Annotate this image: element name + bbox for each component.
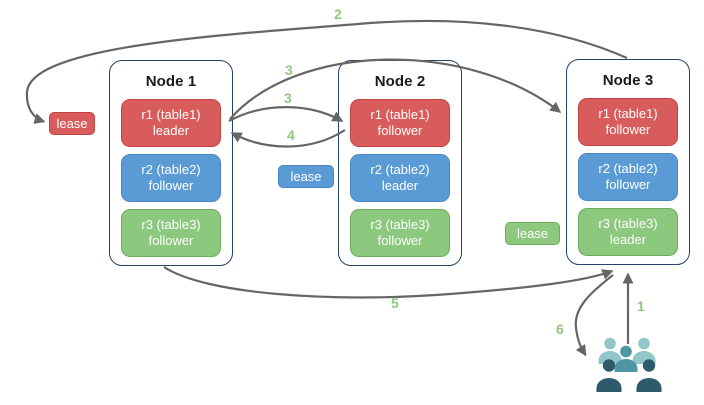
node-3-range-r2: r2 (table2) follower (578, 153, 678, 201)
node-1-range-r3: r3 (table3) follower (121, 209, 221, 257)
range-id: r1 (table1) (141, 107, 201, 122)
range-id: r2 (table2) (141, 162, 201, 177)
users-group-icon (596, 337, 662, 392)
node-3-range-r1: r1 (table1) follower (578, 98, 678, 146)
step-label-3b: 3 (284, 90, 292, 106)
step-label-2: 2 (334, 6, 342, 22)
node-2-title: Node 2 (374, 73, 426, 90)
range-id: r2 (table2) (370, 162, 430, 177)
arrow-step-6 (574, 274, 614, 357)
lease-badge-r3: lease (505, 222, 560, 245)
range-role: follower (148, 178, 194, 193)
node-2-range-r1: r1 (table1) follower (350, 99, 450, 147)
node-1-box: Node 1 r1 (table1) leader r2 (table2) fo… (109, 60, 233, 266)
lease-badge-r2: lease (278, 165, 334, 188)
range-role: follower (377, 233, 423, 248)
range-role: leader (152, 123, 190, 138)
range-id: r2 (table2) (598, 161, 658, 176)
step-label-6: 6 (556, 321, 564, 337)
range-id: r3 (table3) (598, 216, 658, 231)
range-role: follower (377, 123, 423, 138)
node-1-range-r2: r2 (table2) follower (121, 154, 221, 202)
step-label-4: 4 (287, 127, 295, 143)
node-3-range-r3: r3 (table3) leader (578, 208, 678, 256)
step-label-3a: 3 (285, 62, 293, 78)
range-id: r1 (table1) (598, 106, 658, 121)
step-label-1: 1 (637, 298, 645, 314)
range-role: follower (605, 122, 651, 137)
node-3-box: Node 3 r1 (table1) follower r2 (table2) … (566, 59, 690, 265)
range-role: leader (381, 178, 419, 193)
range-role: leader (609, 232, 647, 247)
range-id: r3 (table3) (370, 217, 430, 232)
arrow-step-3-to-node2 (228, 106, 344, 122)
lease-badge-r1: lease (49, 112, 95, 135)
range-id: r3 (table3) (141, 217, 201, 232)
node-2-range-r2: r2 (table2) leader (350, 154, 450, 202)
node-1-range-r1: r1 (table1) leader (121, 99, 221, 147)
range-id: r1 (table1) (370, 107, 430, 122)
range-role: follower (605, 177, 651, 192)
range-role: follower (148, 233, 194, 248)
node-2-range-r3: r3 (table3) follower (350, 209, 450, 257)
node-2-box: Node 2 r1 (table1) follower r2 (table2) … (338, 60, 462, 266)
step-label-5: 5 (391, 295, 399, 311)
node-1-title: Node 1 (145, 73, 197, 90)
node-3-title: Node 3 (602, 72, 654, 89)
arrow-step-5 (163, 266, 614, 299)
